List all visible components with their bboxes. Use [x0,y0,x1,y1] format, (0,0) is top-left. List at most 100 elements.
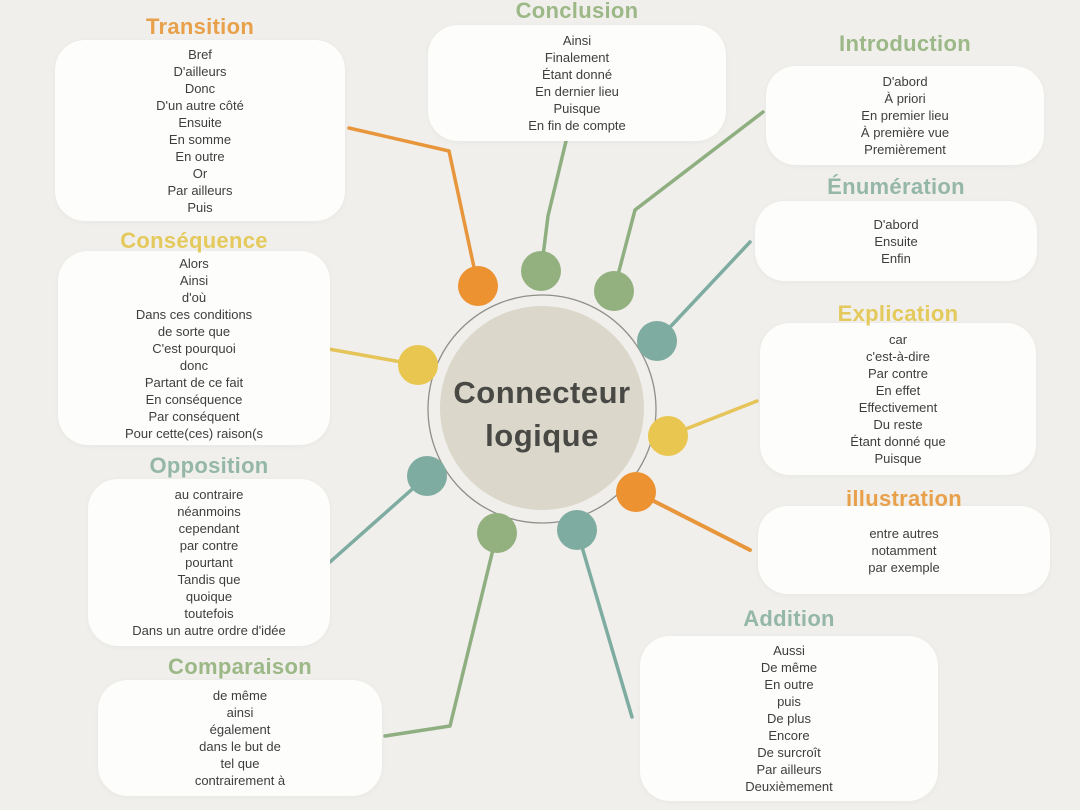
list-item: contrairement à [194,773,286,788]
list-item: Deuxièmement [745,779,833,794]
list-item: Par contre [868,366,928,381]
list-item: D'un autre côté [156,97,244,113]
list-item: Par conséquent [148,408,240,424]
list-item: par exemple [868,559,940,575]
category-dot-opposition [407,456,447,496]
category-title-comparaison: Comparaison [168,654,312,679]
list-item: Encore [768,728,810,743]
list-item: Or [192,165,208,181]
category-dot-comparaison [477,513,517,553]
list-item: Ensuite [178,114,222,130]
list-item: c'est-à-dire [866,349,930,364]
category-title-illustration: illustration [845,486,963,511]
list-item: Par ailleurs [756,762,822,777]
connector-line-transition [347,126,480,288]
category-dot-addition [557,510,597,550]
list-item: Par ailleurs [167,182,233,198]
connector-line-comparaison [383,531,499,738]
connector-line-enumeration [655,240,752,343]
category-title-introduction: Introduction [839,31,971,56]
category-dot-introduction [594,271,634,311]
list-item: D'abord [873,216,919,232]
list-item: En fin de compte [528,118,626,133]
list-item: de même [212,688,268,703]
list-item: Effectivement [858,400,938,415]
category-title-opposition: Opposition [149,453,269,478]
list-item: Aussi [773,643,805,658]
list-item: En conséquence [145,391,243,407]
category-title-transition: Transition [145,14,255,39]
connector-line-opposition [328,474,429,564]
list-item: ainsi [226,705,254,720]
list-item: Tandis que [177,572,241,587]
list-item: donc [179,357,209,373]
list-item: De plus [766,711,812,726]
category-dot-explication [648,416,688,456]
category-dot-conclusion [521,251,561,291]
dot-ring [427,294,657,524]
list-item: Puisque [553,101,601,116]
list-item: Étant donné que [850,434,946,449]
list-item: pourtant [185,555,233,570]
list-item: néanmoins [177,504,241,519]
category-title-addition: Addition [743,606,835,631]
list-item: Ainsi [179,272,209,288]
list-item: d'où [181,289,207,305]
list-item: En premier lieu [861,108,949,123]
list-item: Donc [184,80,216,96]
center-title-line1: Connecteur [453,375,631,410]
list-item: À première vue [860,125,950,140]
list-item: de sorte que [157,323,231,339]
list-item: Enfin [881,250,911,266]
category-box-introduction: D'abord À priori En premier lieu À première… [766,66,1044,165]
connector-line-illustration [634,490,752,552]
list-item: En outre [175,148,225,164]
list-item: dans le but de [199,739,281,754]
list-item: également [209,722,271,737]
category-dot-enumeration [637,321,677,361]
list-item: En somme [168,131,232,147]
list-item: C'est pourquoi [152,340,236,356]
category-title-conclusion: Conclusion [515,0,639,23]
list-item: Pour cette(ces) raison(s [125,425,263,441]
list-item: Premièrement [864,142,946,157]
list-item: tel que [220,756,260,771]
list-item: De surcroît [757,745,821,760]
category-title-enumeration: Énumération [827,174,965,199]
list-item: Bref [188,46,212,62]
center-circle [440,306,644,510]
list-item: Dans un autre ordre d'idée [132,623,286,638]
list-item: D'ailleurs [173,63,227,79]
category-box-comparaison: de même ainsi également dans le but de tel q… [98,680,382,796]
list-item: cependant [178,521,240,536]
list-item: car [888,332,908,347]
category-dot-illustration [616,472,656,512]
list-item: quoique [185,589,233,604]
category-dot-transition [458,266,498,306]
list-item: D'abord [882,74,928,89]
list-item: Dans ces conditions [135,306,253,322]
list-item: Finalement [544,50,610,65]
list-item: Ainsi [562,33,592,48]
category-dot-consequence [398,345,438,385]
list-item: au contraire [174,487,244,502]
list-item: entre autres [869,525,939,541]
list-item: Étant donné [541,67,613,82]
connector-line-introduction [612,110,765,292]
list-item: puis [777,694,801,709]
list-item: Du reste [873,417,923,432]
list-item: En outre [764,677,814,692]
category-title-explication: Explication [837,301,959,326]
list-item: En dernier lieu [535,84,619,99]
list-item: À priori [884,91,926,106]
list-item: Alors [179,255,209,271]
